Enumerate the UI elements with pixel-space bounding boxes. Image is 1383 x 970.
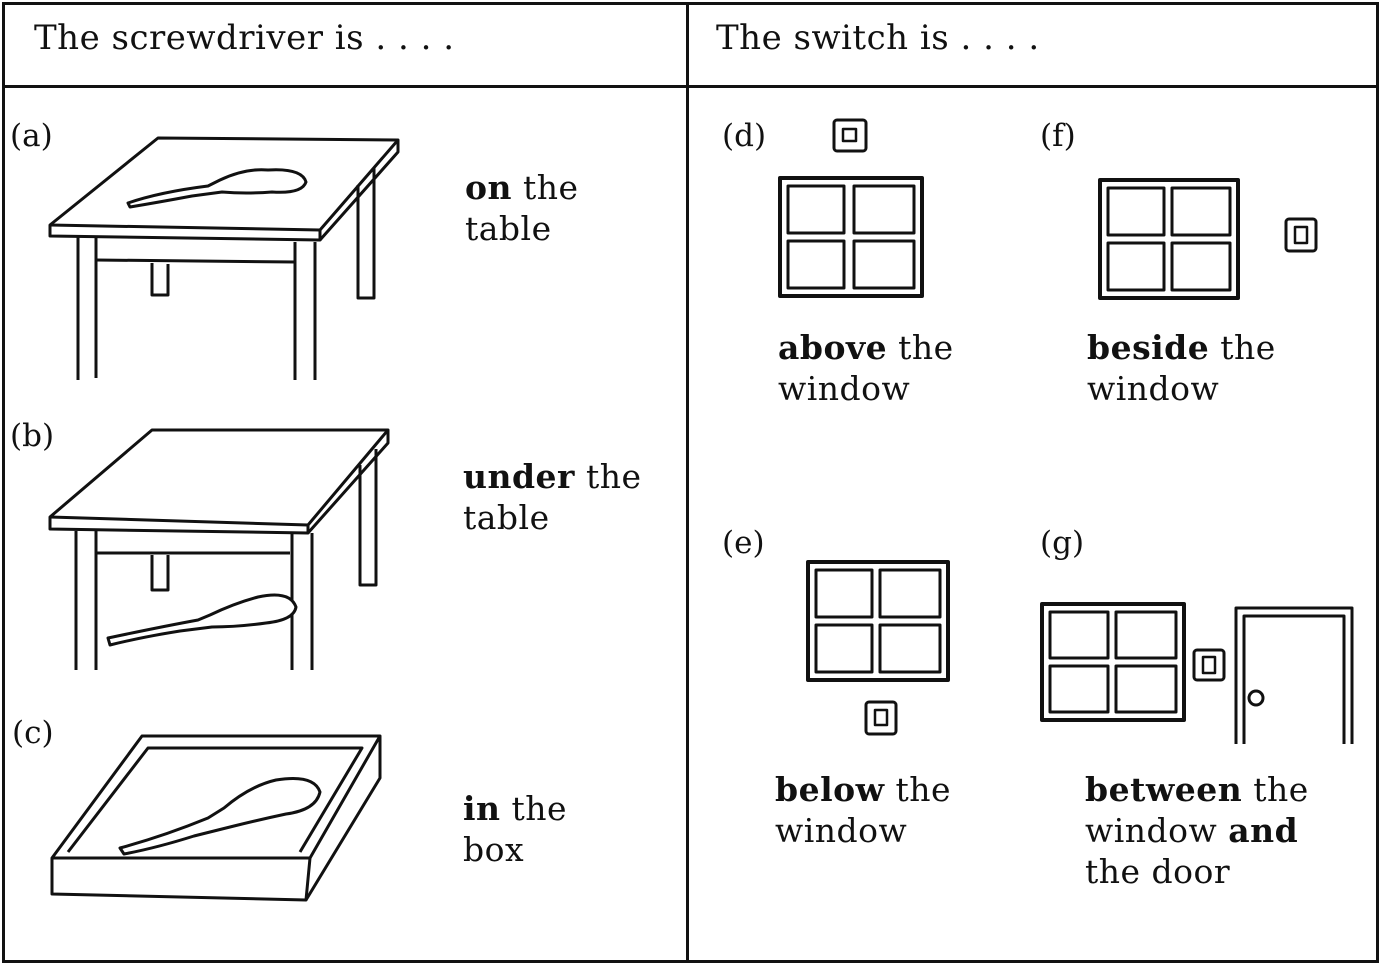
switch-below-window-icon: [804, 558, 954, 740]
item-g-letter: (g): [1040, 525, 1085, 561]
item-b-caption: under the table: [463, 457, 642, 537]
item-d-caption: above the window: [778, 328, 954, 408]
preposition-beside: beside: [1087, 328, 1210, 367]
screwdriver-in-box-icon: [44, 728, 389, 908]
item-c-letter: (c): [12, 715, 54, 751]
item-f-letter: (f): [1040, 118, 1076, 154]
switch-beside-window-icon: [1096, 176, 1326, 302]
item-f-caption: beside the window: [1087, 328, 1276, 408]
preposition-under: under: [463, 457, 575, 496]
preposition-in: in: [463, 789, 501, 828]
preposition-above: above: [778, 328, 888, 367]
screwdriver-under-table-icon: [40, 425, 410, 685]
item-c-caption: in the box: [463, 789, 568, 869]
switch-between-window-and-door-icon: [1038, 600, 1358, 750]
item-d-letter: (d): [722, 118, 767, 154]
item-a-caption: on the table: [465, 168, 579, 248]
header-divider: [2, 85, 1379, 88]
preposition-on: on: [465, 168, 513, 207]
item-g-caption: between the window and the door: [1085, 770, 1309, 891]
item-a-letter: (a): [10, 118, 53, 154]
screwdriver-on-table-icon: [40, 130, 410, 390]
left-header: The screwdriver is . . . .: [34, 18, 455, 58]
preposition-below: below: [775, 770, 885, 809]
preposition-between: between: [1085, 770, 1243, 809]
item-e-letter: (e): [722, 525, 765, 561]
conjunction-and: and: [1228, 811, 1299, 850]
item-e-caption: below the window: [775, 770, 952, 850]
switch-above-window-icon: [776, 118, 931, 303]
column-divider: [686, 2, 689, 963]
right-header: The switch is . . . .: [716, 18, 1040, 58]
item-b-letter: (b): [10, 418, 55, 454]
